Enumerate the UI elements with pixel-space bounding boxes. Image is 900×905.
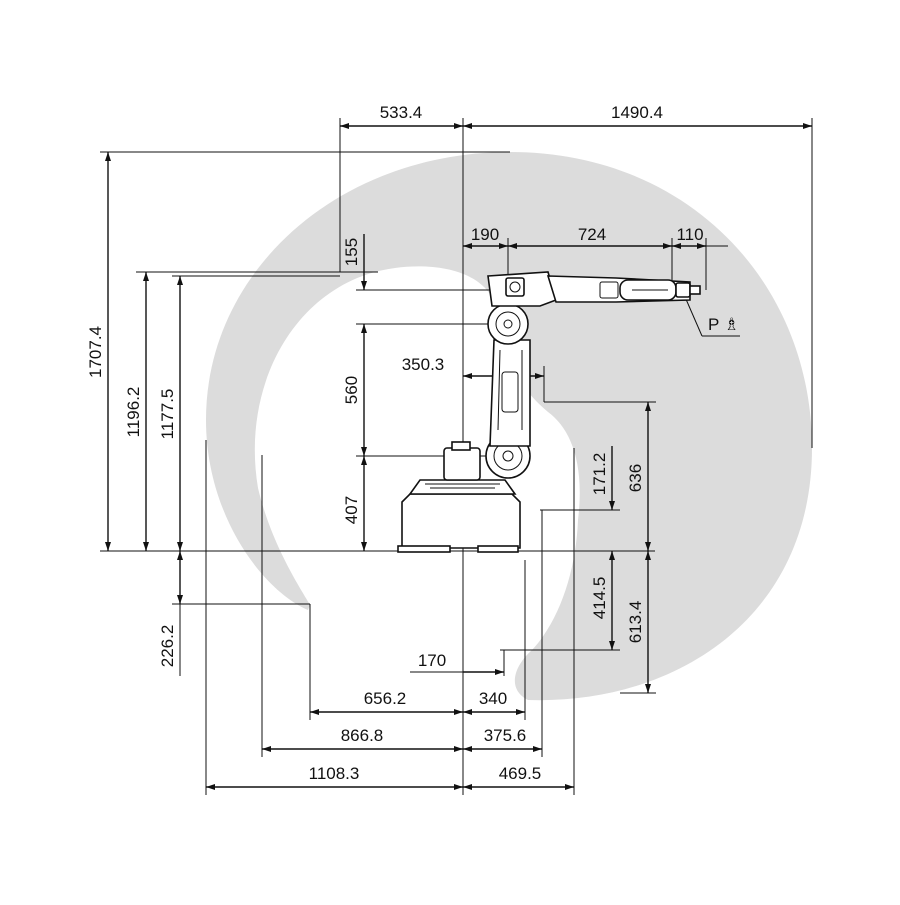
dim-375-6: 375.6 — [484, 726, 527, 745]
dim-below-base: 226.2 — [158, 625, 177, 668]
dim-350-3: 350.3 — [402, 355, 445, 374]
dim-height-b: 1177.5 — [158, 389, 177, 440]
wrist-point-mark: ♗ — [724, 315, 739, 334]
dim-rear-reach: 533.4 — [380, 103, 423, 122]
dim-613-4: 613.4 — [626, 601, 645, 644]
dim-560: 560 — [342, 376, 361, 404]
dim-190: 190 — [471, 225, 499, 244]
dim-724: 724 — [578, 225, 606, 244]
dim-469-5: 469.5 — [499, 764, 542, 783]
dim-110: 110 — [676, 225, 703, 244]
dim-171-2: 171.2 — [590, 453, 609, 496]
dim-866-8: 866.8 — [341, 726, 384, 745]
dim-656-2: 656.2 — [364, 689, 407, 708]
dim-340: 340 — [479, 689, 507, 708]
dim-636: 636 — [626, 464, 645, 492]
dim-height-a: 1196.2 — [124, 387, 143, 438]
dim-414-5: 414.5 — [590, 577, 609, 620]
dim-total-height: 1707.4 — [86, 326, 105, 378]
dim-front-reach: 1490.4 — [611, 103, 663, 122]
dim-155: 155 — [342, 238, 361, 266]
wrist-point-label: P — [708, 315, 719, 334]
dim-170: 170 — [418, 651, 446, 670]
dim-1108-3: 1108.3 — [309, 764, 360, 783]
robot-arm-illustration — [397, 271, 701, 553]
dim-407: 407 — [342, 496, 361, 524]
